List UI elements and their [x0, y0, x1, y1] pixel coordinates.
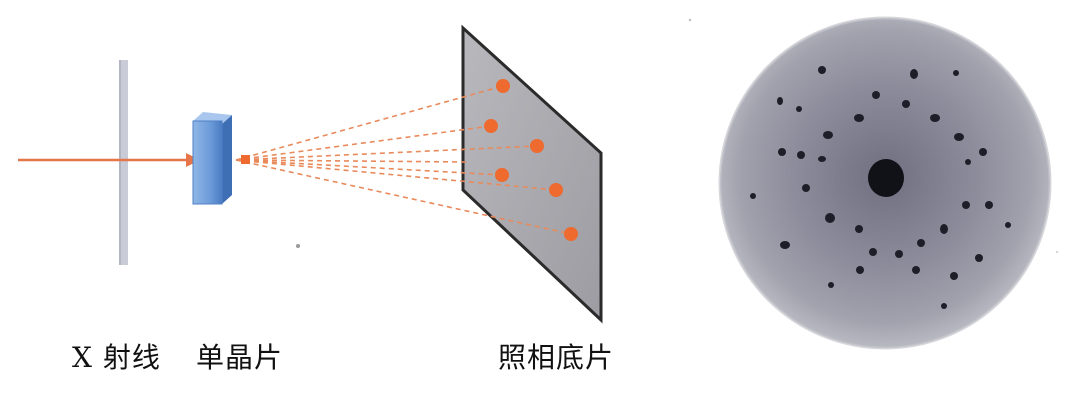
- pattern-spots: [750, 66, 1011, 309]
- laue-diffraction-pattern: [718, 16, 1052, 350]
- film-spot: [484, 119, 498, 133]
- film-spot: [564, 227, 578, 241]
- film-spot: [495, 168, 509, 182]
- diffracted-rays: [235, 85, 572, 235]
- speck: [688, 18, 692, 22]
- slit-screen: [119, 60, 128, 265]
- film-spot: [530, 139, 544, 153]
- slit-screen-edge: [119, 60, 121, 265]
- film-spot: [496, 79, 510, 93]
- photographic-film: [461, 24, 603, 324]
- film-spot: [549, 183, 563, 197]
- single-crystal-label: 单晶片: [196, 341, 284, 374]
- speck: [296, 244, 300, 248]
- photographic-film-label: 照相底片: [498, 341, 615, 374]
- beam-exit-mark: [241, 155, 250, 164]
- speck: [1056, 251, 1058, 253]
- central-beam-spot: [868, 159, 904, 197]
- x-ray-label: X 射线: [72, 341, 161, 374]
- single-crystal: [192, 112, 232, 205]
- film-spots: [484, 79, 578, 241]
